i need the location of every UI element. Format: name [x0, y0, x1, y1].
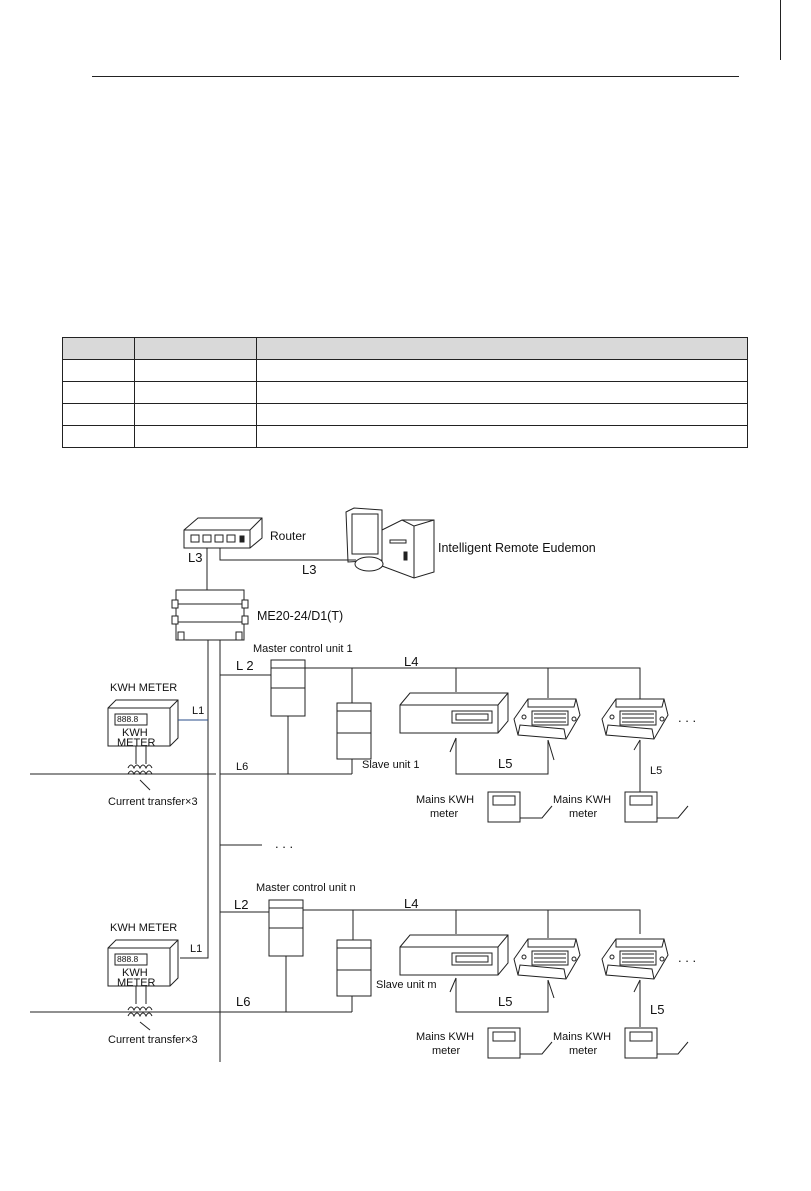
line-label-l6-1: L6	[236, 761, 248, 773]
line-label-l1-n: L1	[190, 943, 202, 955]
mains-meter-1a-label-2: meter	[430, 808, 458, 820]
master-1-label: Master control unit 1	[253, 643, 353, 655]
master-unit-n	[268, 899, 304, 957]
kwh-meter-n-face: KWH	[122, 967, 148, 979]
mains-meter-1b-label: Mains KWH	[553, 794, 611, 806]
slave-unit-m	[336, 939, 372, 997]
ellipsis-units-1: . . .	[678, 710, 696, 725]
line-label-l3-gateway: L3	[188, 550, 202, 565]
line-label-l6-n: L6	[236, 994, 250, 1009]
line-label-l5-1: L5	[498, 756, 512, 771]
line-l5-1	[449, 737, 555, 775]
mains-meter-na-label-2: meter	[432, 1045, 460, 1057]
mains-meter-1a-label: Mains KWH	[416, 794, 474, 806]
gateway-label: ME20-24/D1(T)	[257, 609, 343, 623]
duct-unit-1	[399, 692, 509, 734]
line-label-l5-n: L5	[498, 994, 512, 1009]
line-label-l3-pc: L3	[302, 562, 316, 577]
mains-meter-1b	[624, 791, 658, 823]
master-unit-1	[270, 659, 306, 717]
cassette-unit-1a	[513, 698, 581, 740]
mains-meter-nb-label: Mains KWH	[553, 1031, 611, 1043]
mains-meter-na	[487, 1027, 521, 1059]
line-l5-n	[449, 977, 555, 1013]
line-label-l5-nb: L5	[650, 1002, 664, 1017]
master-n-label: Master control unit n	[256, 882, 356, 894]
ellipsis-units-n: . . .	[678, 950, 696, 965]
line-label-l4-n: L4	[404, 896, 418, 911]
cassette-unit-nb	[601, 938, 669, 980]
kwh-meter-n-title: KWH METER	[110, 922, 177, 934]
mains-meter-na-label: Mains KWH	[416, 1031, 474, 1043]
table-row	[62, 425, 748, 448]
router-label: Router	[270, 529, 306, 543]
mains-meter-1b-label-2: meter	[569, 808, 597, 820]
line-label-l1-1: L1	[192, 705, 204, 717]
cassette-unit-1b	[601, 698, 669, 740]
line-label-l5-1b: L5	[650, 765, 662, 777]
line-l6-n	[30, 956, 353, 1013]
cassette-unit-na	[513, 938, 581, 980]
kwh-meter-n-display: 888.8	[117, 954, 139, 964]
gateway-icon	[171, 589, 249, 641]
duct-unit-n	[399, 934, 509, 976]
table-header-cell	[134, 337, 257, 360]
kwh-meter-1-display: 888.8	[117, 714, 139, 724]
mains-meter-nb	[624, 1027, 658, 1059]
kwh-meter-1-title: KWH METER	[110, 682, 177, 694]
line-l4-n	[303, 909, 641, 934]
slave-unit-1	[336, 702, 372, 760]
current-transfer-n-label: Current transfer×3	[108, 1034, 198, 1046]
mains-meter-1a	[487, 791, 521, 823]
table-header-cell	[62, 337, 135, 360]
slave-m-label: Slave unit m	[376, 979, 437, 991]
table-cell	[256, 425, 748, 448]
spec-table	[62, 337, 748, 448]
mains-meter-nb-label-2: meter	[569, 1045, 597, 1057]
header-rule	[92, 76, 739, 77]
ellipsis-branches: . . .	[275, 836, 293, 851]
line-label-l2-1: L 2	[236, 658, 254, 673]
line-router-pc	[219, 548, 356, 561]
slave-1-label: Slave unit 1	[362, 759, 419, 771]
router-icon	[183, 517, 263, 549]
line-l4-1	[305, 667, 641, 700]
kwh-meter-1-face: KWH	[122, 727, 148, 739]
current-transfer-1-label: Current transfer×3	[108, 796, 198, 808]
remote-pc-label: Intelligent Remote Eudemon	[438, 541, 596, 555]
line-label-l2-n: L2	[234, 897, 248, 912]
page-margin-line	[780, 0, 781, 60]
computer-icon	[345, 507, 435, 579]
current-transformer-1	[127, 764, 153, 775]
line-label-l4-1: L4	[404, 654, 418, 669]
